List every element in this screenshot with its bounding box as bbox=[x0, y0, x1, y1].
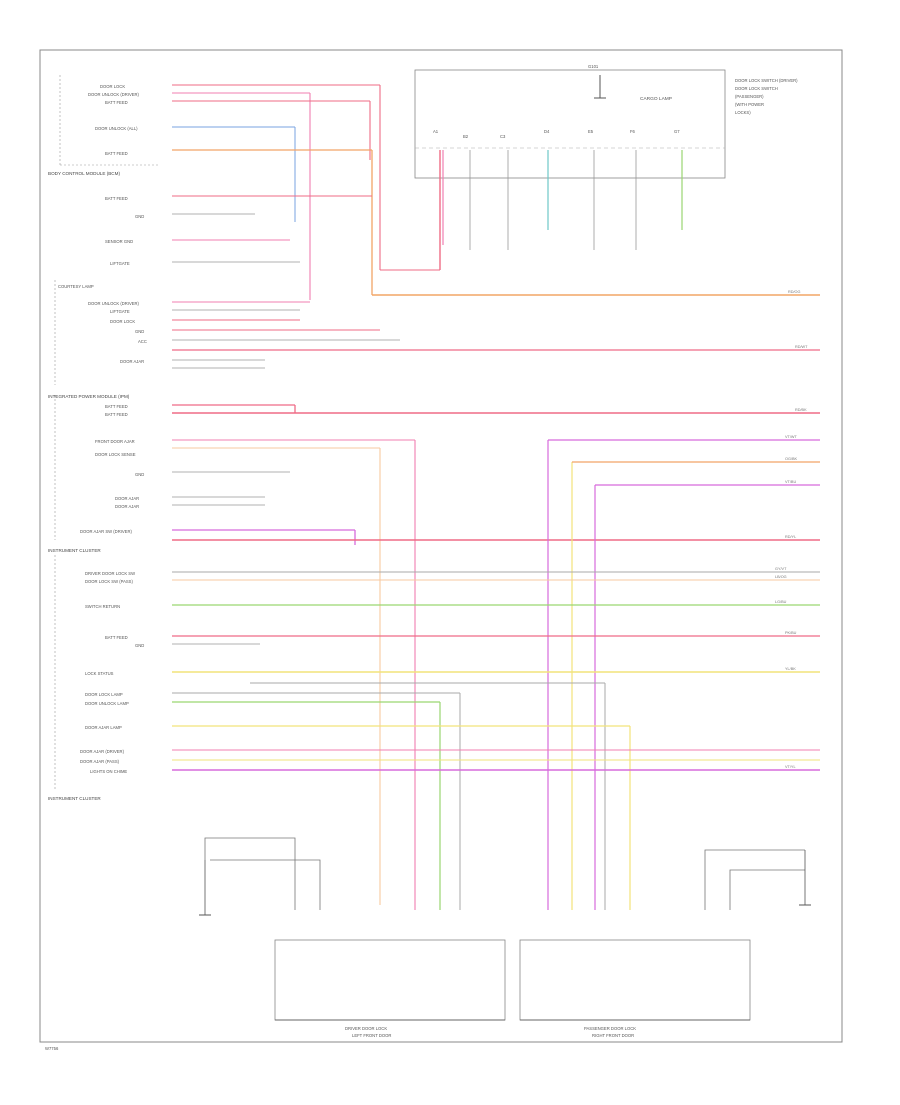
left-label: DOOR AJAR (PASS) bbox=[80, 759, 120, 764]
top-component-name: CARGO LAMP bbox=[640, 96, 672, 102]
right-note-3: (PASSENGER) bbox=[735, 94, 764, 99]
right-wire-codes: RD/OG RD/WT RD/BK VT/WT OG/BK VT/BU RD/Y… bbox=[775, 290, 808, 769]
wire-code: VT/YL bbox=[785, 765, 796, 769]
right-note-2: DOOR LOCK SWITCH bbox=[735, 86, 778, 91]
left-label: DOOR LOCK bbox=[110, 319, 135, 324]
bottom-component-left bbox=[274, 939, 506, 1021]
pin-label: B2 bbox=[463, 134, 469, 139]
left-labels: DOOR LOCK DOOR UNLOCK (DRIVER) BATT FEED… bbox=[58, 84, 147, 774]
left-label: GND bbox=[135, 643, 144, 648]
wire-code: LG/BU bbox=[775, 600, 787, 604]
wire-code: RD/BK bbox=[795, 408, 807, 412]
left-label: LOCK STATUS bbox=[85, 671, 114, 676]
ground-wire-right bbox=[704, 849, 805, 910]
left-label: FRONT DOOR AJAR bbox=[95, 439, 135, 444]
bottom-left-name: DRIVER DOOR LOCK bbox=[345, 1026, 387, 1031]
pin-label: C3 bbox=[500, 134, 506, 139]
left-label: DOOR AJAR bbox=[120, 359, 144, 364]
bottom-right-name: PASSENGER DOOR LOCK bbox=[584, 1026, 636, 1031]
left-label: DOOR UNLOCK (DRIVER) bbox=[88, 92, 140, 97]
pin-label: A1 bbox=[433, 129, 439, 134]
left-label: SWITCH RETURN bbox=[85, 604, 120, 609]
left-label: BATT FEED bbox=[105, 196, 128, 201]
section-title-module-top: BODY CONTROL MODULE (BCM) bbox=[48, 171, 120, 176]
section-footer-cluster: INSTRUMENT CLUSTER bbox=[48, 796, 101, 801]
wire-code: LB/OG bbox=[775, 575, 787, 579]
wire-code: GY/VT bbox=[775, 567, 787, 571]
left-label: DOOR AJAR bbox=[115, 504, 139, 509]
wire-code: YL/BK bbox=[785, 667, 796, 671]
footer-code: W7756 bbox=[45, 1046, 59, 1051]
left-label: DOOR AJAR SW (DRIVER) bbox=[80, 529, 132, 534]
diagram-frame bbox=[39, 49, 843, 1043]
section-title-cluster: INSTRUMENT CLUSTER bbox=[48, 548, 101, 553]
wire-code: VT/BU bbox=[785, 480, 796, 484]
left-label: DRIVER DOOR LOCK SW bbox=[85, 571, 135, 576]
top-component-sub: G101 bbox=[588, 64, 599, 69]
left-label: GND bbox=[135, 329, 144, 334]
right-note-4: (WITH POWER bbox=[735, 102, 764, 107]
top-connector-pins: A1 B2 C3 D4 E5 F6 G7 bbox=[433, 129, 680, 139]
wire-code: RD/YL bbox=[785, 535, 796, 539]
left-label: DOOR AJAR (DRIVER) bbox=[80, 749, 125, 754]
wire-code: PK/BU bbox=[785, 631, 797, 635]
left-label: BATT FEED bbox=[105, 412, 128, 417]
bottom-right-sub: RIGHT FRONT DOOR bbox=[592, 1033, 634, 1038]
wire-code: OG/BK bbox=[785, 457, 797, 461]
ground-wire-left-2 bbox=[210, 859, 321, 910]
left-label: DOOR LOCK SW (PASS) bbox=[85, 579, 133, 584]
pin-label: G7 bbox=[674, 129, 680, 134]
left-label: SENSOR GND bbox=[105, 239, 133, 244]
left-label: ACC bbox=[138, 339, 147, 344]
left-label: LIGHTS ON CHIME bbox=[90, 769, 127, 774]
pin-label: F6 bbox=[630, 129, 636, 134]
pin-label: D4 bbox=[544, 129, 550, 134]
left-label: DOOR LOCK bbox=[100, 84, 125, 89]
left-label: COURTESY LAMP bbox=[58, 284, 94, 289]
pin-label: E5 bbox=[588, 129, 594, 134]
left-label: DOOR AJAR bbox=[115, 496, 139, 501]
left-label: DOOR AJAR LAMP bbox=[85, 725, 122, 730]
wire-code: RD/OG bbox=[788, 290, 800, 294]
bottom-left-sub: LEFT FRONT DOOR bbox=[352, 1033, 391, 1038]
left-label: DOOR LOCK LAMP bbox=[85, 692, 123, 697]
section-title-module-mid: INTEGRATED POWER MODULE (IPM) bbox=[48, 394, 130, 399]
top-component-box bbox=[414, 69, 726, 179]
left-label: DOOR UNLOCK (DRIVER) bbox=[88, 301, 140, 306]
left-label: GND bbox=[135, 472, 144, 477]
bottom-component-right bbox=[519, 939, 751, 1021]
left-label: DOOR UNLOCK LAMP bbox=[85, 701, 129, 706]
left-label: GND bbox=[135, 214, 144, 219]
left-label: BATT FEED bbox=[105, 100, 128, 105]
left-label: BATT FEED bbox=[105, 151, 128, 156]
left-label: LIFTGATE bbox=[110, 261, 130, 266]
wire-code: RD/WT bbox=[795, 345, 808, 349]
ground-wire-right-2 bbox=[729, 869, 805, 910]
left-label: BATT FEED bbox=[105, 404, 128, 409]
right-note-1: DOOR LOCK SWITCH (DRIVER) bbox=[735, 78, 798, 83]
left-label: DOOR LOCK SENSE bbox=[95, 452, 136, 457]
right-note-5: LOCKS) bbox=[735, 110, 751, 115]
wire-code: VT/WT bbox=[785, 435, 797, 439]
left-label: BATT FEED bbox=[105, 635, 128, 640]
left-label: DOOR UNLOCK (ALL) bbox=[95, 126, 138, 131]
left-label: LIFTGATE bbox=[110, 309, 130, 314]
ground-wire-left bbox=[204, 837, 296, 910]
